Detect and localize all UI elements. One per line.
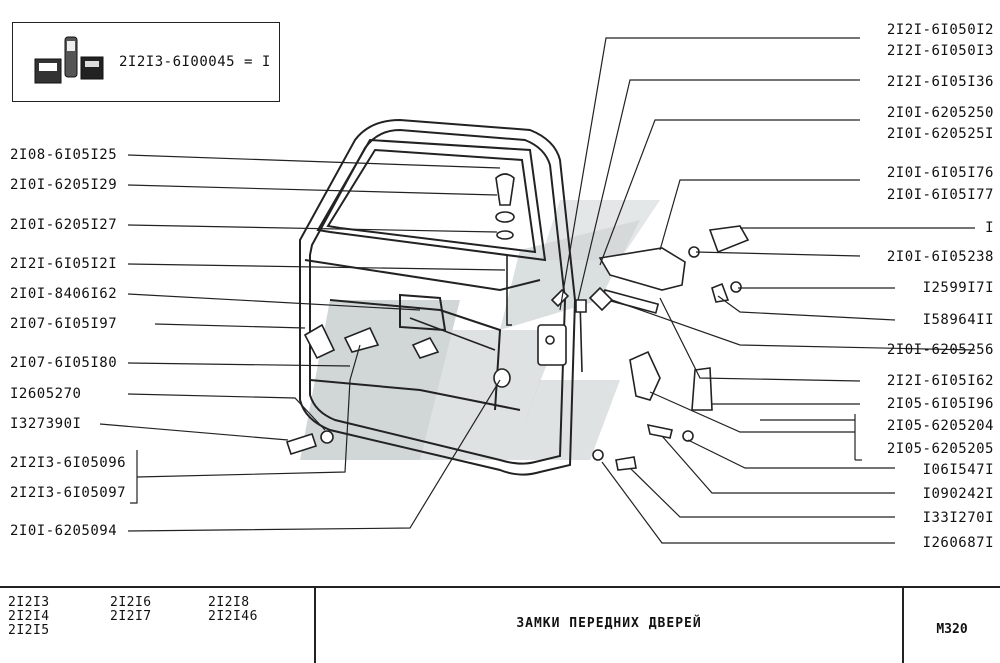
right-label: 2I0I-620525I bbox=[886, 126, 994, 142]
door-lock-exploded-diagram bbox=[99, 37, 976, 544]
left-label: 2I07-6I05I80 bbox=[10, 355, 118, 371]
right-label: 2I0I-6I05I76 bbox=[886, 165, 994, 181]
right-label: 2I2I-6I050I2 bbox=[886, 22, 994, 38]
door-parts bbox=[285, 173, 750, 471]
right-label: I090242I bbox=[922, 486, 994, 502]
right-label: I58964II bbox=[922, 312, 994, 328]
right-label: I260687I bbox=[922, 535, 994, 551]
left-label: 2I2I3-6I05097 bbox=[10, 485, 127, 501]
right-label: 2I0I-6I05I77 bbox=[886, 187, 994, 203]
right-label: I33I270I bbox=[922, 510, 994, 526]
footer-divider bbox=[314, 588, 316, 663]
model-code: 2I2I8 bbox=[208, 595, 250, 610]
left-label: 2I0I-6205094 bbox=[10, 523, 118, 539]
right-label: 2I0I-6205256 bbox=[886, 342, 994, 358]
right-label: 2I05-6I05I96 bbox=[886, 396, 994, 412]
title-block: 2I2I3 2I2I4 2I2I5 2I2I6 2I2I7 2I2I8 2I2I… bbox=[0, 586, 1000, 663]
model-code: 2I2I4 bbox=[8, 609, 50, 624]
left-label: 2I0I-6205I27 bbox=[10, 217, 118, 233]
leader-lines bbox=[99, 37, 976, 544]
right-label: I bbox=[985, 220, 994, 236]
left-label: 2I07-6I05I97 bbox=[10, 316, 118, 332]
right-label: 2I2I-6I05I62 bbox=[886, 373, 994, 389]
kit-box: 2I2I3-6I00045 = I bbox=[12, 22, 280, 102]
door-frame bbox=[299, 118, 577, 476]
model-code: 2I2I46 bbox=[208, 609, 258, 624]
right-label: I06I547I bbox=[922, 462, 994, 478]
drawing-code: M320 bbox=[936, 622, 968, 637]
watermark-logo bbox=[300, 200, 660, 460]
right-label: 2I05-6205204 bbox=[886, 418, 994, 434]
model-code: 2I2I7 bbox=[110, 609, 152, 624]
kit-label: 2I2I3-6I00045 = I bbox=[119, 54, 271, 70]
right-label: 2I0I-6205250 bbox=[886, 105, 994, 121]
left-label: 2I0I-6205I29 bbox=[10, 177, 118, 193]
left-label: 2I2I-6I05I2I bbox=[10, 256, 118, 272]
left-label: I2605270 bbox=[10, 386, 82, 402]
right-label: 2I0I-6I05238 bbox=[886, 249, 994, 265]
parts-kit-icon bbox=[34, 36, 104, 84]
model-code: 2I2I5 bbox=[8, 623, 50, 638]
footer-divider bbox=[902, 588, 904, 663]
drawing-title: ЗАМКИ ПЕРЕДНИХ ДВЕРЕЙ bbox=[516, 616, 702, 631]
left-label: I327390I bbox=[10, 416, 82, 432]
right-label: 2I2I-6I05I36 bbox=[886, 74, 994, 90]
right-label: I2599I7I bbox=[922, 280, 994, 296]
left-label: 2I0I-8406I62 bbox=[10, 286, 118, 302]
left-label: 2I08-6I05I25 bbox=[10, 147, 118, 163]
model-code: 2I2I3 bbox=[8, 595, 50, 610]
model-code: 2I2I6 bbox=[110, 595, 152, 610]
right-label: 2I05-6205205 bbox=[886, 441, 994, 457]
left-label: 2I2I3-6I05096 bbox=[10, 455, 127, 471]
right-label: 2I2I-6I050I3 bbox=[886, 43, 994, 59]
